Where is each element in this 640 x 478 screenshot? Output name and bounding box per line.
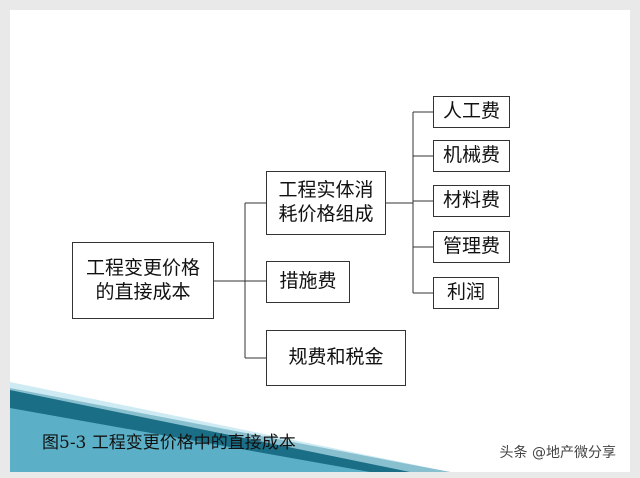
entity-cost-line2: 耗价格组成	[278, 203, 374, 225]
wedge-highlight	[10, 382, 450, 472]
profit-node: 利润	[433, 277, 499, 309]
slide: 工程变更价格 的直接成本 工程实体消 耗价格组成 措施费 规费和税金 人工费 机…	[10, 10, 630, 472]
watermark: 头条 @地产微分享	[499, 445, 616, 461]
figure-caption: 图5-3 工程变更价格中的直接成本	[42, 433, 296, 453]
fees-tax-node: 规费和税金	[266, 330, 406, 386]
labor-cost-node: 人工费	[433, 96, 510, 128]
root-node: 工程变更价格 的直接成本	[72, 242, 214, 319]
connector-lines	[214, 111, 433, 359]
root-node-line2: 的直接成本	[95, 280, 191, 303]
material-cost-node: 材料费	[433, 185, 510, 217]
machine-cost-node: 机械费	[433, 140, 510, 172]
entity-cost-node: 工程实体消 耗价格组成	[266, 171, 386, 235]
management-cost-node: 管理费	[433, 231, 510, 263]
measures-node: 措施费	[266, 261, 350, 303]
entity-cost-line1: 工程实体消	[278, 179, 374, 202]
wedge-light	[10, 408, 370, 472]
decorative-wedge	[10, 382, 450, 472]
root-node-line1: 工程变更价格	[85, 256, 200, 279]
